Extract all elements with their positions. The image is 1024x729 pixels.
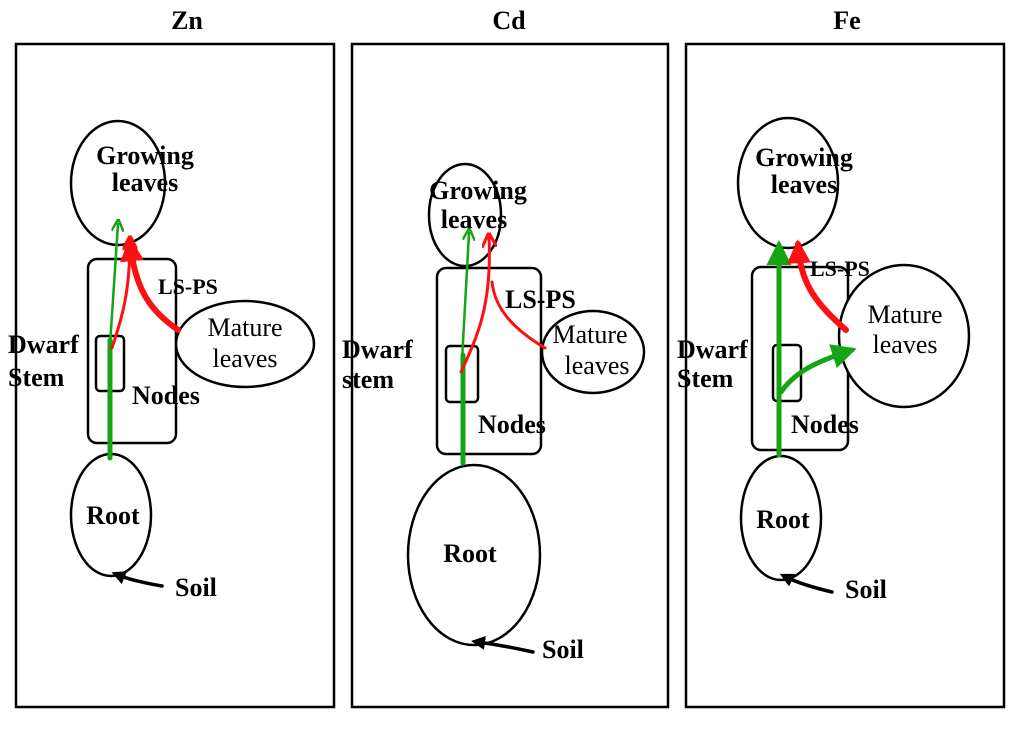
xylem-arrow-to-mature-leaves	[778, 344, 857, 395]
stem-label-1: Dwarf	[677, 335, 748, 364]
panel-cd: Cd Growing leaves Mature leaves Root LS-…	[342, 6, 670, 709]
growing-leaves-label-2: leaves	[112, 168, 178, 197]
xylem-arrow-to-growing-leaves	[460, 233, 469, 362]
panel-title: Zn	[171, 6, 203, 35]
nodes-label: Nodes	[132, 381, 200, 410]
mature-leaves-label-2: leaves	[565, 351, 630, 380]
xylem-arrow-to-growing-leaves	[108, 224, 118, 347]
soil-arrow	[111, 571, 164, 588]
stem-label-2: stem	[342, 365, 394, 394]
stem-label-2: Stem	[8, 363, 65, 392]
stem-label-2: Stem	[677, 364, 734, 393]
mature-leaves-label-1: Mature	[207, 313, 282, 342]
mature-leaves-label-1: Mature	[552, 320, 627, 349]
growing-leaves-ellipse	[69, 119, 167, 247]
growing-leaves-label-2: leaves	[441, 205, 507, 234]
nodes-label: Nodes	[791, 410, 859, 439]
transfer-label: LS-PS	[505, 285, 576, 314]
phloem-arrow-mature-leaves	[490, 280, 547, 350]
phloem-arrow-mature-leaves	[120, 237, 181, 333]
growing-leaves-label-1: Growing	[429, 176, 527, 205]
soil-label: Soil	[845, 575, 887, 604]
mature-leaves-ellipse	[540, 309, 646, 395]
stem-label-1: Dwarf	[8, 330, 79, 359]
panel-fe: Fe Growing leaves Mature leaves Root LS-…	[677, 6, 1006, 709]
mature-leaves-label-2: leaves	[213, 344, 278, 373]
panel-title: Cd	[492, 6, 526, 35]
mature-leaves-label-1: Mature	[867, 300, 942, 329]
growing-leaves-label-1: Growing	[96, 141, 194, 170]
mature-leaves-ellipse	[837, 263, 971, 409]
panel-frame	[350, 42, 670, 709]
root-label: Root	[756, 505, 810, 534]
panel-zn: Zn Growing leaves Mature leaves Root LS-…	[8, 6, 336, 709]
soil-label: Soil	[175, 573, 217, 602]
soil-label: Soil	[542, 635, 584, 664]
soil-arrow	[779, 573, 834, 594]
growing-leaves-label-2: leaves	[771, 170, 837, 199]
panel-frame	[684, 42, 1006, 709]
root-label: Root	[443, 539, 497, 568]
panel-title: Fe	[833, 6, 860, 35]
nodes-label: Nodes	[478, 410, 546, 439]
transfer-label: LS-PS	[810, 256, 870, 281]
stem-label-1: Dwarf	[342, 335, 413, 364]
phloem-arrow-node	[459, 237, 489, 374]
growing-leaves-label-1: Growing	[755, 143, 853, 172]
mature-leaves-label-2: leaves	[873, 330, 938, 359]
phloem-arrow-mature-leaves	[786, 239, 849, 333]
soil-arrow	[471, 636, 535, 654]
panel-frame	[14, 42, 336, 709]
mature-leaves-ellipse	[174, 299, 316, 389]
root-label: Root	[86, 501, 140, 530]
transfer-label: LS-PS	[158, 274, 218, 299]
